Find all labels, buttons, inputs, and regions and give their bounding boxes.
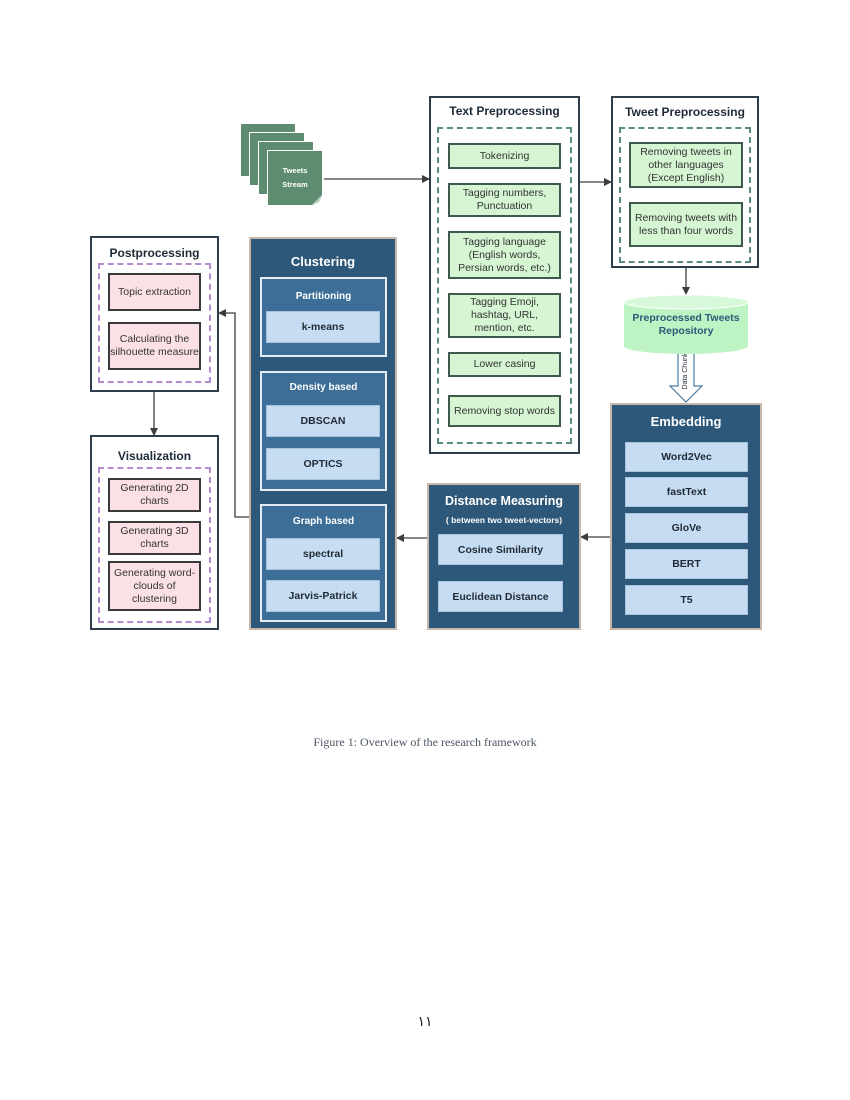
method-spectral: spectral <box>266 538 380 570</box>
embedding-fasttext: fastText <box>625 477 748 507</box>
step-tagging-language: Tagging language (English words, Persian… <box>448 231 561 279</box>
embedding-panel: Embedding Word2Vec fastText GloVe BERT T… <box>610 403 762 630</box>
text-preprocessing-title: Text Preprocessing <box>449 104 560 118</box>
tweets-repository: Preprocessed Tweets Repository <box>624 294 748 354</box>
cluster-group-density: Density based DBSCAN OPTICS <box>260 371 387 491</box>
vis-3d-charts: Generating 3D charts <box>108 521 201 555</box>
document-stack-icon: Tweets Stream <box>267 150 323 206</box>
tweet-preprocessing-title: Tweet Preprocessing <box>625 105 745 119</box>
step-tokenizing: Tokenizing <box>448 143 561 169</box>
database-icon <box>624 294 748 354</box>
visualization-title: Visualization <box>117 449 192 463</box>
step-tagging-numbers: Tagging numbers, Punctuation <box>448 183 561 217</box>
clustering-panel: Clustering Partitioning k-means Density … <box>249 237 397 630</box>
clustering-title: Clustering <box>290 254 356 269</box>
postprocessing-title: Postprocessing <box>109 246 200 260</box>
postprocessing-frame <box>98 263 211 383</box>
data-chunk-arrow <box>668 349 704 403</box>
post-silhouette: Calculating the silhouette measure <box>108 322 201 370</box>
tweet-preprocessing-panel: Tweet Preprocessing Removing tweets in o… <box>611 96 759 268</box>
text-preprocessing-panel: Text Preprocessing Tokenizing Tagging nu… <box>429 96 580 454</box>
postprocessing-panel: Postprocessing Topic extraction Calculat… <box>90 236 219 392</box>
step-tagging-emoji: Tagging Emoji, hashtag, URL, mention, et… <box>448 293 561 338</box>
distance-euclidean: Euclidean Distance <box>438 581 563 612</box>
step-lower-casing: Lower casing <box>448 352 561 377</box>
embedding-title: Embedding <box>650 414 722 429</box>
repository-label: Preprocessed Tweets Repository <box>632 312 740 337</box>
embedding-bert: BERT <box>625 549 748 579</box>
distance-panel: Distance Measuring ( between two tweet-v… <box>427 483 581 630</box>
distance-subtitle: ( between two tweet-vectors) <box>445 515 563 525</box>
tweets-stream: Tweets Stream <box>240 123 326 209</box>
group-title-partitioning: Partitioning <box>295 291 352 302</box>
method-jarvis-patrick: Jarvis-Patrick <box>266 580 380 612</box>
group-title-density: Density based <box>289 382 358 393</box>
post-topic-extraction: Topic extraction <box>108 273 201 311</box>
group-title-graph: Graph based <box>292 516 355 527</box>
stream-label-line2: Stream <box>282 180 308 189</box>
step-removing-other-languages: Removing tweets in other languages (Exce… <box>629 142 743 188</box>
step-removing-stop-words: Removing stop words <box>448 395 561 427</box>
method-optics: OPTICS <box>266 448 380 480</box>
cluster-group-partitioning: Partitioning k-means <box>260 277 387 357</box>
embedding-glove: GloVe <box>625 513 748 543</box>
embedding-word2vec: Word2Vec <box>625 442 748 472</box>
data-chunk-label: Data Chunk <box>682 352 689 390</box>
embedding-t5: T5 <box>625 585 748 615</box>
method-kmeans: k-means <box>266 311 380 343</box>
distance-cosine: Cosine Similarity <box>438 534 563 565</box>
cluster-group-graph: Graph based spectral Jarvis-Patrick <box>260 504 387 622</box>
arrow-clustering-to-post <box>218 309 249 518</box>
visualization-frame <box>98 467 211 623</box>
visualization-panel: Visualization Generating 2D charts Gener… <box>90 435 219 630</box>
distance-title: Distance Measuring <box>444 494 564 508</box>
page-number: ١١ <box>417 1014 433 1030</box>
vis-2d-charts: Generating 2D charts <box>108 478 201 512</box>
figure-caption: Figure 1: Overview of the research frame… <box>313 735 537 749</box>
tweet-preprocessing-frame <box>619 127 751 263</box>
vis-word-clouds: Generating word-clouds of clustering <box>108 561 201 611</box>
stream-label-line1: Tweets <box>282 166 308 175</box>
method-dbscan: DBSCAN <box>266 405 380 437</box>
text-preprocessing-frame <box>437 127 572 444</box>
step-removing-short-tweets: Removing tweets with less than four word… <box>629 202 743 247</box>
folded-corner-icon <box>311 194 323 206</box>
